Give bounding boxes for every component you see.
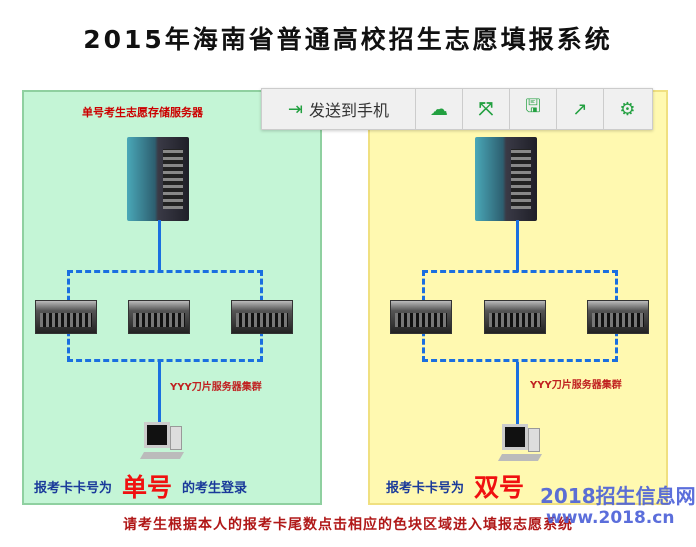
- watermark-url: www.2018.cn: [546, 508, 675, 528]
- fullscreen-icon: ⤧: [478, 98, 494, 120]
- share-icon: ↗: [572, 98, 588, 120]
- connection-line: [158, 362, 161, 424]
- blade-server-image: [390, 300, 452, 334]
- send-to-phone-button[interactable]: ⇥发送到手机: [262, 89, 416, 129]
- login-prefix: 报考卡卡号为: [34, 480, 113, 496]
- computer-image: [497, 422, 543, 464]
- save-button[interactable]: 🖫: [510, 89, 557, 129]
- cluster-label: YYY刀片服务器集群: [170, 382, 262, 393]
- odd-highlight: 单号: [122, 473, 173, 502]
- login-prefix: 报考卡卡号为: [386, 480, 465, 496]
- storage-server-image: [127, 137, 189, 221]
- instruction-text: 请考生根据本人的报考卡尾数点击相应的色块区域进入填报志愿系统: [123, 517, 573, 533]
- cluster-label: YYY刀片服务器集群: [530, 380, 622, 391]
- page-title: 2015年海南省普通高校招生志愿填报系统: [83, 25, 613, 54]
- connection-line: [158, 220, 161, 272]
- connection-line: [516, 220, 519, 272]
- cloud-icon: ☁: [430, 98, 448, 120]
- blade-server-image: [35, 300, 97, 334]
- login-suffix: 的考生登录: [182, 480, 248, 496]
- settings-icon: ⚙: [619, 98, 636, 120]
- send-to-phone-icon: ⇥: [287, 98, 304, 120]
- blade-server-image: [484, 300, 546, 334]
- blade-server-image: [128, 300, 190, 334]
- computer-image: [139, 420, 185, 462]
- storage-server-image: [475, 137, 537, 221]
- even-highlight: 双号: [474, 473, 525, 502]
- settings-button[interactable]: ⚙: [604, 89, 651, 129]
- share-button[interactable]: ↗: [557, 89, 604, 129]
- fullscreen-button[interactable]: ⤧: [463, 89, 510, 129]
- blade-server-image: [231, 300, 293, 334]
- connection-line: [516, 362, 519, 424]
- even-number-login-area[interactable]: YYY刀片服务器集群 报考卡卡号为 双号: [368, 90, 668, 505]
- watermark-name: 2018招生信息网: [540, 484, 696, 508]
- blade-server-image: [587, 300, 649, 334]
- server-label: 单号考生志愿存储服务器: [82, 106, 203, 119]
- odd-number-login-area[interactable]: 单号考生志愿存储服务器 YYY刀片服务器集群 报考卡卡号为 单号 的考生登录: [22, 90, 322, 505]
- save-icon: 🖫: [525, 96, 541, 117]
- cloud-button[interactable]: ☁: [416, 89, 463, 129]
- floating-toolbar: ⇥发送到手机 ☁ ⤧ 🖫 ↗ ⚙: [261, 88, 653, 130]
